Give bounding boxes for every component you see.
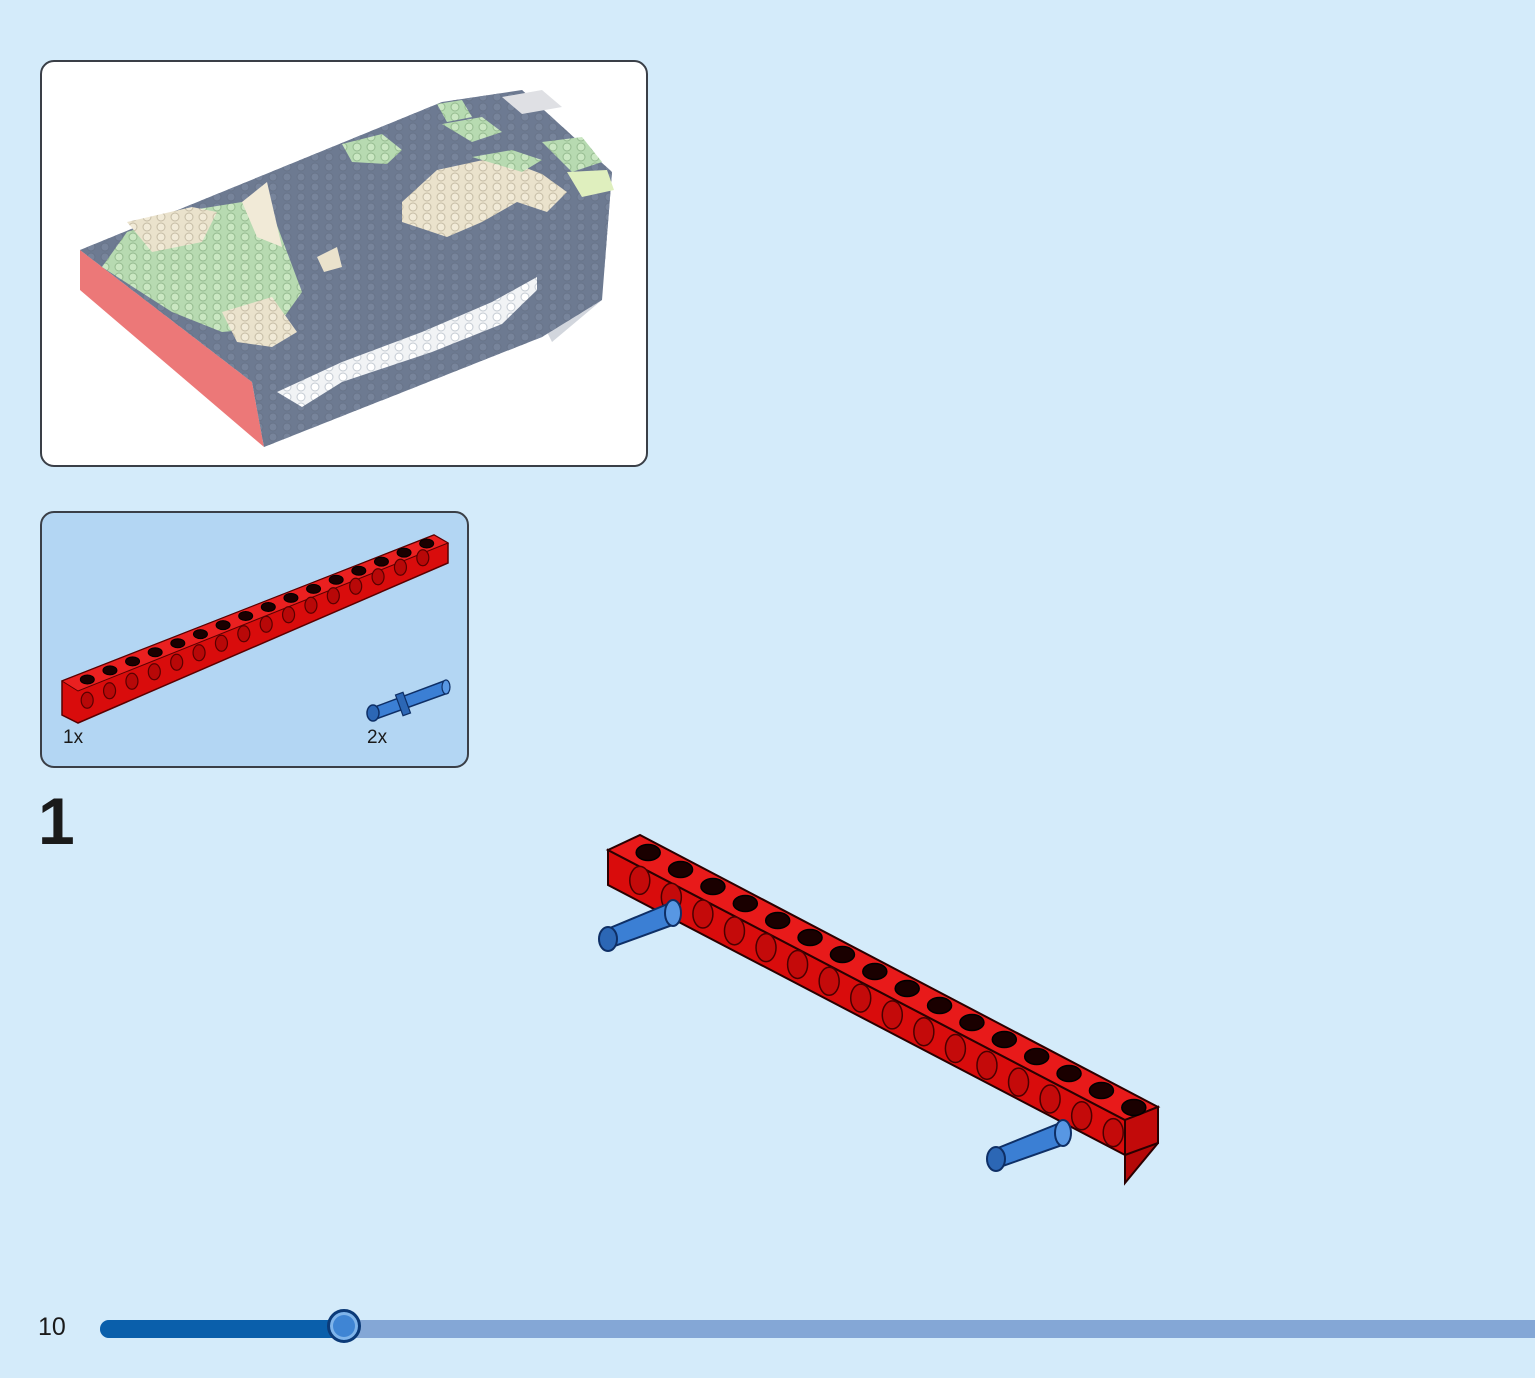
beam-stud bbox=[192, 629, 208, 640]
beam-stud bbox=[125, 656, 141, 667]
beam-stud bbox=[419, 538, 435, 549]
progress-bar-fill bbox=[100, 1320, 344, 1338]
pin-quantity-label: 2x bbox=[367, 727, 388, 748]
beam-stud bbox=[170, 638, 186, 649]
progress-knob-icon[interactable] bbox=[327, 1309, 361, 1343]
progress-bar-track bbox=[100, 1320, 1535, 1338]
beam-hole bbox=[326, 587, 340, 605]
beam-hole bbox=[416, 549, 430, 567]
beam-hole bbox=[944, 1033, 967, 1064]
beam-stud bbox=[215, 620, 231, 631]
beam-stud bbox=[797, 928, 823, 947]
beam-hole bbox=[755, 932, 777, 963]
beam-hole bbox=[349, 577, 363, 595]
beam-hole bbox=[304, 596, 318, 614]
beam-hole bbox=[147, 663, 161, 681]
beam-hole bbox=[1070, 1101, 1093, 1131]
beam-stud bbox=[351, 565, 367, 576]
beam-stud bbox=[1121, 1098, 1147, 1117]
beam-stud bbox=[700, 877, 726, 896]
beam-hole bbox=[371, 568, 385, 586]
beam-stud bbox=[328, 574, 344, 585]
beam-stud bbox=[829, 945, 856, 964]
blue-pin-left-icon bbox=[598, 899, 682, 952]
beam-hole bbox=[976, 1050, 998, 1081]
beam-stud bbox=[283, 592, 299, 603]
step-number: 1 bbox=[38, 784, 75, 858]
beam-hole bbox=[629, 865, 651, 896]
beam-hole bbox=[818, 966, 840, 997]
beam-stud bbox=[79, 674, 95, 685]
beam-hole bbox=[1007, 1067, 1030, 1097]
model-preview-panel bbox=[40, 60, 648, 467]
beam-stud bbox=[894, 979, 920, 998]
beam-stud bbox=[1056, 1064, 1082, 1083]
beam-stud bbox=[102, 665, 118, 676]
beam-hole bbox=[281, 606, 296, 624]
beam-hole bbox=[259, 615, 273, 633]
beam-stud bbox=[373, 556, 389, 567]
beam-stud bbox=[1023, 1047, 1050, 1066]
beam-stud bbox=[862, 962, 888, 981]
beam-hole bbox=[723, 916, 746, 946]
beam-stud bbox=[147, 647, 163, 658]
red-technic-beam-icon bbox=[60, 534, 450, 724]
beam-stud bbox=[959, 1013, 985, 1032]
assembled-beam-icon bbox=[605, 833, 1161, 1186]
beam-stud bbox=[260, 601, 276, 612]
beam-hole bbox=[881, 1000, 904, 1030]
beam-hole bbox=[125, 672, 139, 690]
page-number: 10 bbox=[38, 1313, 66, 1341]
beam-stud bbox=[238, 611, 254, 622]
beam-hole bbox=[214, 634, 229, 652]
beam-stud bbox=[991, 1030, 1018, 1049]
beam-hole bbox=[692, 899, 714, 929]
beam-hole bbox=[80, 691, 94, 709]
beam-hole bbox=[192, 644, 206, 662]
beam-stud bbox=[667, 860, 694, 879]
parts-list-panel: 1x 2x bbox=[40, 511, 469, 768]
beam-hole bbox=[913, 1016, 935, 1047]
beam-hole bbox=[849, 983, 872, 1013]
beam-stud bbox=[732, 894, 759, 913]
beam-stud bbox=[764, 911, 791, 930]
beam-stud bbox=[1088, 1081, 1115, 1100]
baseplate-preview-image bbox=[80, 90, 614, 447]
beam-stud bbox=[306, 583, 322, 594]
beam-hole bbox=[1039, 1084, 1061, 1114]
beam-hole bbox=[102, 682, 117, 700]
beam-hole bbox=[1102, 1117, 1124, 1148]
beam-hole bbox=[786, 949, 809, 980]
blue-friction-pin-icon bbox=[366, 679, 451, 722]
beam-stud bbox=[635, 843, 661, 862]
beam-hole bbox=[393, 558, 408, 576]
beam-hole bbox=[237, 625, 251, 643]
beam-stud bbox=[396, 547, 412, 558]
beam-stud bbox=[926, 996, 953, 1015]
beam-quantity-label: 1x bbox=[63, 727, 84, 748]
build-step-illustration bbox=[598, 833, 1161, 1186]
blue-pin-right-icon bbox=[986, 1119, 1072, 1172]
beam-hole bbox=[170, 653, 184, 671]
